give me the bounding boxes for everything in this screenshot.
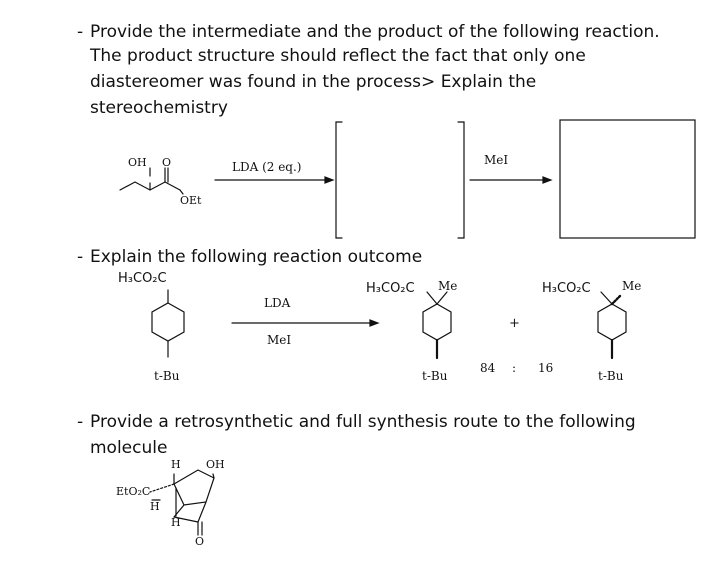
q1-intermediate-bracket	[335, 121, 465, 239]
q1-bullet: -	[77, 22, 84, 42]
q2-arrow	[231, 319, 380, 327]
q2-p1-ester-label: H₃CO₂C	[366, 281, 415, 296]
q2-p2-ester-label: H₃CO₂C	[542, 281, 591, 296]
q3-text-line2: molecule	[90, 438, 168, 458]
q2-reagent-mei: MeI	[267, 333, 292, 347]
q2-bullet: -	[77, 247, 84, 267]
q1-text-line4: stereochemistry	[90, 98, 228, 118]
q1-product-box	[559, 119, 696, 239]
q1-reagent-lda: LDA (2 eq.)	[232, 160, 302, 174]
q1-label-oh: OH	[128, 156, 147, 169]
q1-label-o: O	[162, 156, 172, 169]
q3-label-h-left: H	[150, 500, 160, 513]
q2-sm-tbu-label: t-Bu	[154, 369, 180, 383]
q3-bullet: -	[77, 412, 84, 432]
q2-text-line1: Explain the following reaction outcome	[90, 247, 423, 267]
q2-reagent-lda: LDA	[264, 296, 291, 310]
q2-product1-ring	[422, 291, 452, 360]
q3-label-h-bottom: H	[171, 516, 181, 529]
q3-label-eto2c: EtO₂C	[116, 485, 151, 498]
q3-label-o: O	[195, 535, 205, 548]
q3-target-molecule	[149, 469, 215, 536]
q1-label-oet: OEt	[180, 194, 202, 207]
q2-p1-me-label: Me	[438, 279, 458, 293]
q1-arrow-1	[214, 176, 335, 184]
q1-arrow-2	[469, 176, 553, 184]
q1-text-line3: diastereomer was found in the process> E…	[90, 72, 537, 92]
q3-label-h-top: H	[171, 458, 181, 471]
q2-p2-tbu-label: t-Bu	[598, 369, 624, 383]
q3-label-oh: OH	[206, 458, 225, 471]
q2-sm-ester-label: H₃CO₂C	[118, 271, 167, 286]
q2-plus: +	[509, 316, 520, 331]
q2-product2-ring	[597, 291, 627, 360]
q1-reagent-mei: MeI	[484, 153, 509, 167]
q2-starting-ring	[151, 289, 185, 358]
q2-ratio-b: 16	[538, 361, 554, 375]
q2-p1-tbu-label: t-Bu	[422, 369, 448, 383]
q1-text-line2: The product structure should reflect the…	[90, 46, 586, 66]
q2-p2-me-label: Me	[622, 279, 642, 293]
q2-ratio-colon: :	[512, 361, 517, 375]
q2-ratio-a: 84	[480, 361, 496, 375]
q3-text-line1: Provide a retrosynthetic and full synthe…	[90, 412, 636, 432]
q1-text-line1: Provide the intermediate and the product…	[90, 22, 660, 42]
q1-starting-material	[119, 167, 184, 195]
